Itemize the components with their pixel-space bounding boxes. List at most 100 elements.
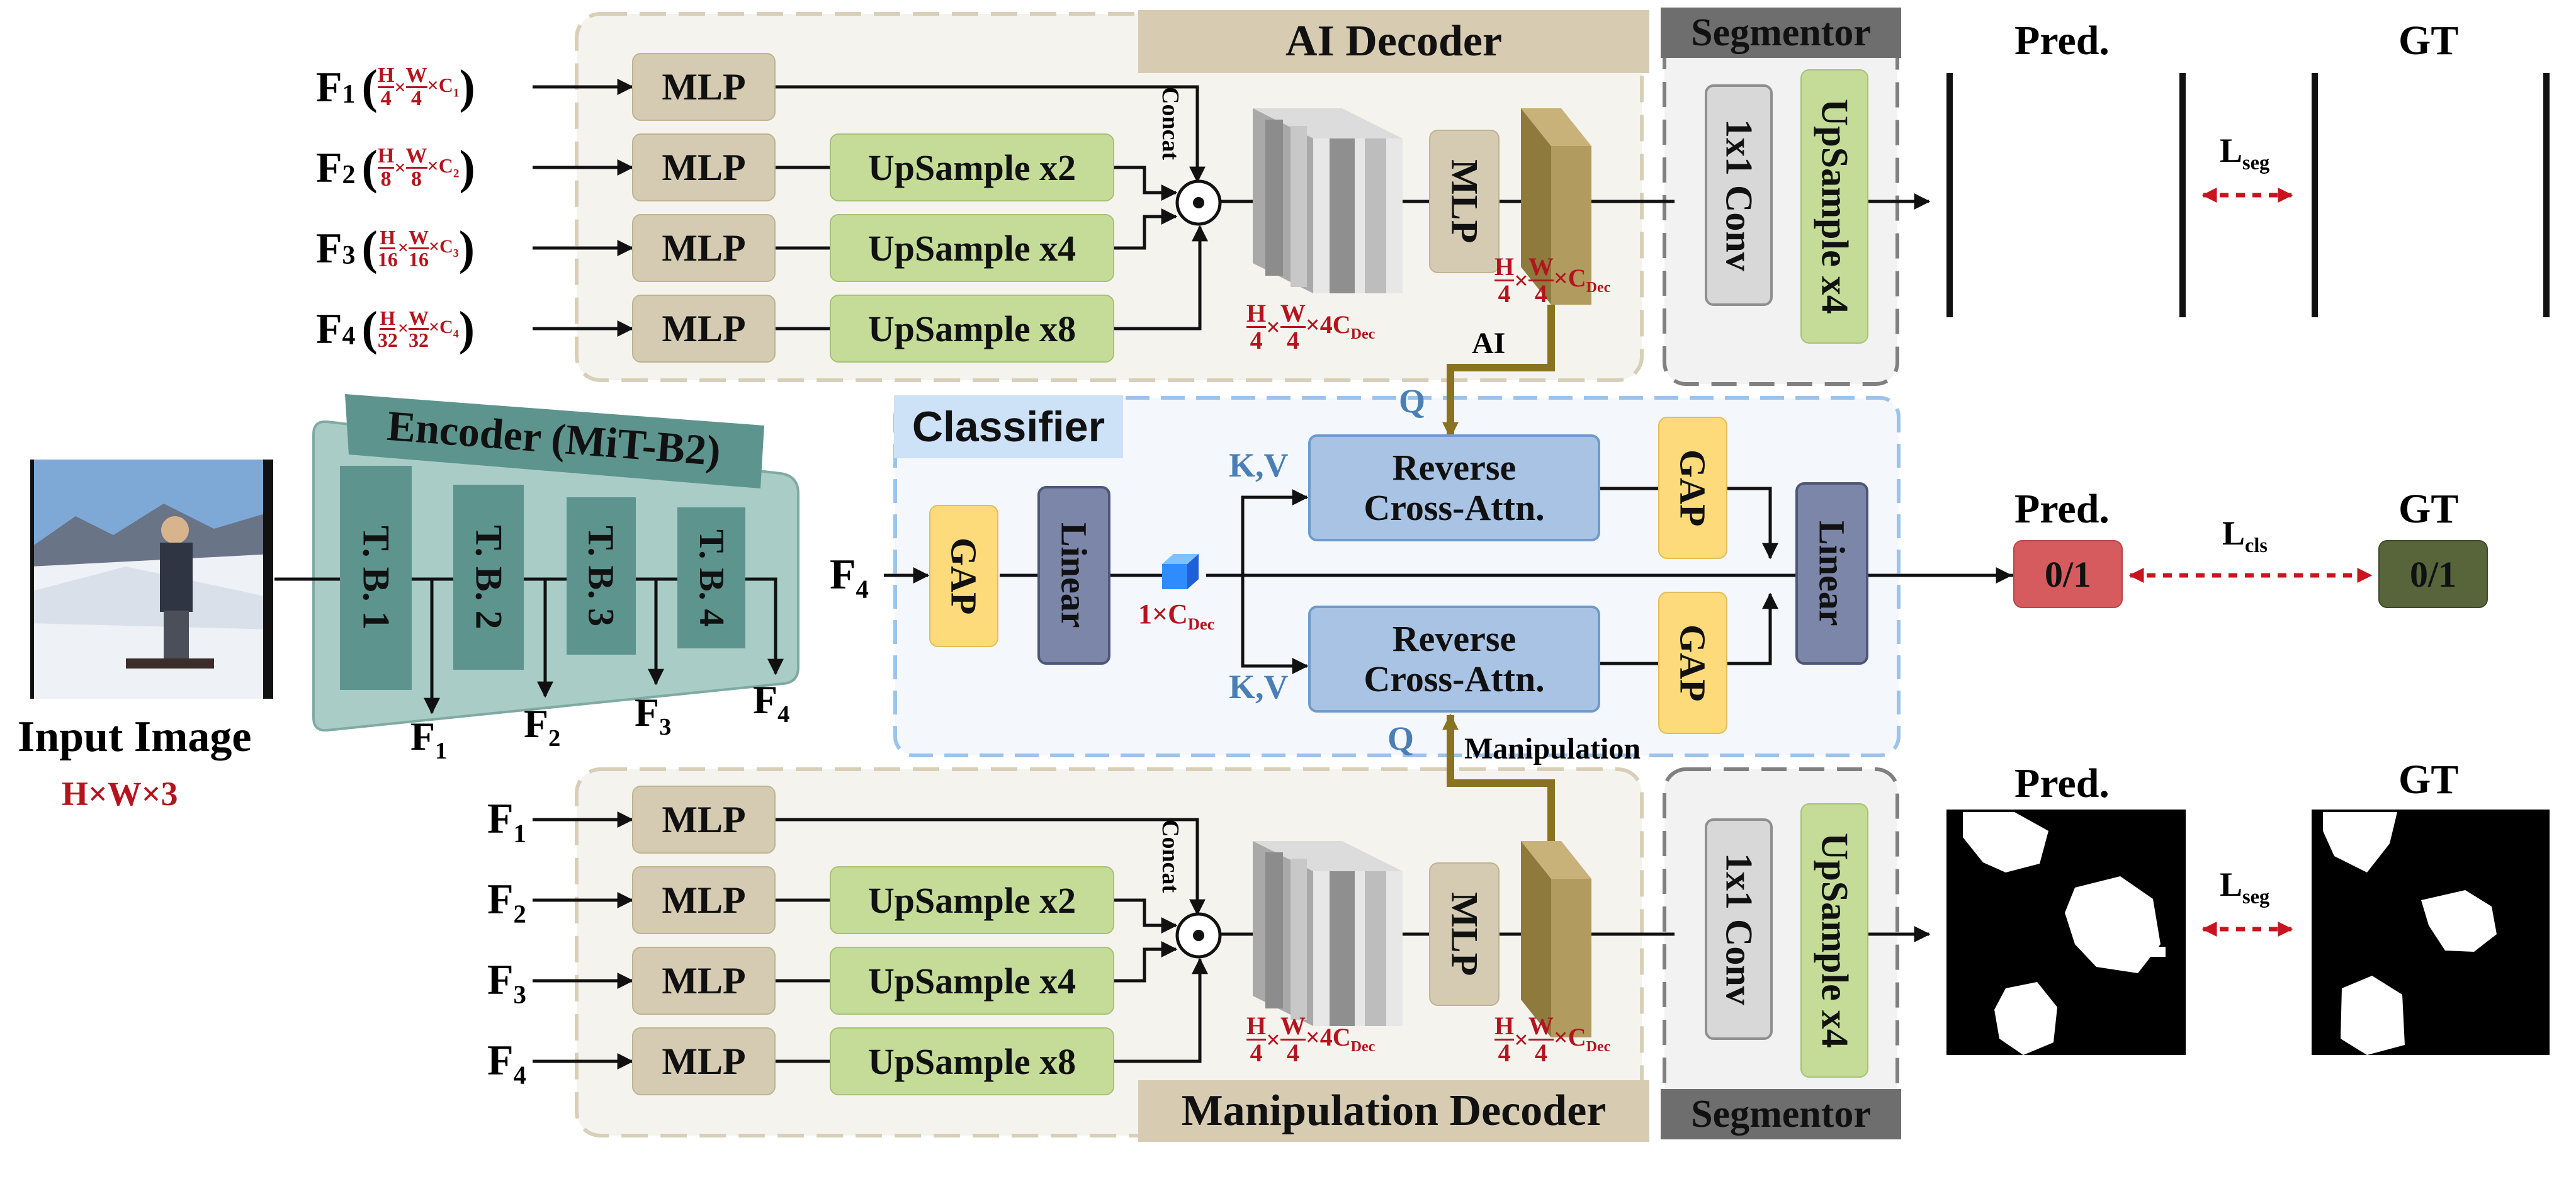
encoder-block-label-2: T. B. 2 — [468, 525, 510, 629]
segmentor-top-title: Segmentor — [1691, 11, 1871, 54]
encoder-block-2 — [453, 485, 524, 670]
kv-label-ai: K,V — [1229, 446, 1289, 484]
seg-top-upsample: UpSample x4 — [1800, 69, 1868, 344]
rca-man-line2: Cross-Attn. — [1364, 658, 1545, 699]
encoder-block-label-1: T. B. 1 — [355, 526, 397, 630]
encoder-title-banner — [345, 394, 764, 488]
ai-upsample-x2: UpSample x2 — [830, 133, 1114, 201]
ai-branch-arrow — [1442, 305, 1555, 439]
man-mlp-1: MLP — [632, 786, 776, 854]
input-image-dims: H×W×3 — [62, 775, 178, 813]
man-concat-label: Concat — [1157, 820, 1183, 893]
man-fused-mlp: MLP — [1429, 862, 1500, 1006]
kv-label-man: K,V — [1229, 668, 1289, 706]
seg-top-conv: 1x1 Conv — [1705, 84, 1773, 306]
encoder-block-3 — [567, 497, 636, 655]
classifier-input-f4: F4 — [830, 550, 869, 604]
pred-cls-box: 0/1 — [2013, 540, 2123, 608]
man-decoder-title: Manipulation Decoder — [1181, 1087, 1607, 1135]
dot-product-icon — [1175, 912, 1222, 959]
ai-decoder-title-bar — [1138, 10, 1649, 73]
loss-seg-label-bottom: Lseg — [2220, 866, 2270, 908]
gt-title-bottom: GT — [2398, 757, 2459, 803]
classifier-wires — [884, 487, 2052, 674]
classifier-token-dims: 1×CDec — [1138, 599, 1215, 633]
man-input-f4: F4 — [487, 1036, 526, 1090]
pred-mask-manipulation — [1946, 810, 2186, 1055]
gt-title-top: GT — [2398, 18, 2459, 64]
loss-cls-label: Lcls — [2222, 514, 2268, 557]
feature-stack-icon — [1253, 841, 1403, 1026]
ai-upsample-x4: UpSample x4 — [830, 214, 1114, 282]
input-image — [30, 460, 273, 699]
man-input-f2: F2 — [487, 875, 526, 929]
classifier-title: Classifier — [912, 403, 1105, 451]
encoder-body — [312, 420, 799, 732]
encoder-output-f4: F4 — [753, 677, 790, 728]
ai-fused-mlp: MLP — [1429, 130, 1500, 273]
man-output-feature — [1521, 841, 1591, 1037]
man-mlp-4: MLP — [632, 1027, 776, 1095]
ai-output-feature — [1521, 108, 1591, 305]
man-input-f1: F1 — [487, 794, 526, 848]
man-upsample-x2: UpSample x2 — [830, 866, 1114, 934]
gt-cls-box: 0/1 — [2378, 540, 2488, 608]
gt-title-cls: GT — [2398, 486, 2459, 532]
man-mlp-2: MLP — [632, 866, 776, 934]
ai-decoder-title: AI Decoder — [1285, 17, 1503, 65]
seg-bottom-upsample: UpSample x4 — [1800, 803, 1868, 1078]
classifier-title-bar — [894, 395, 1123, 458]
encoder-block-label-3: T. B. 3 — [580, 525, 622, 627]
man-branch-label: Manipulation — [1464, 732, 1641, 765]
loss-seg-label-top: Lseg — [2220, 132, 2270, 174]
classifier-gap-man: GAP — [1658, 592, 1727, 734]
man-upsample-x4: UpSample x4 — [830, 947, 1114, 1015]
rca-ai-line2: Cross-Attn. — [1364, 487, 1545, 528]
segmentor-top-title-bar — [1661, 8, 1901, 58]
q-label-man: Q — [1387, 720, 1415, 757]
segmentor-bottom-title: Segmentor — [1691, 1092, 1871, 1136]
input-image-title: Input Image — [18, 713, 252, 761]
classifier-gap: GAP — [929, 505, 998, 647]
gt-mask-manipulation — [2312, 810, 2550, 1055]
classifier-linear: Linear — [1037, 486, 1110, 665]
dot-product-icon — [1175, 179, 1222, 226]
encoder-output-f3: F3 — [635, 690, 672, 740]
ai-upsample-x8: UpSample x8 — [830, 295, 1114, 363]
classifier-final-linear: Linear — [1795, 482, 1868, 665]
pred-mask-ai — [1946, 73, 2186, 317]
seg-bottom-conv: 1x1 Conv — [1705, 818, 1773, 1040]
ai-decoder-wires — [533, 79, 1931, 337]
cube-token-icon — [1162, 554, 1199, 589]
encoder-output-f1: F1 — [410, 714, 448, 764]
encoder-output-f2: F2 — [524, 701, 561, 752]
gt-mask-ai — [2312, 73, 2550, 317]
rca-ai-block: Reverse Cross-Attn. — [1308, 434, 1600, 541]
encoder-block-label-4: T. B. 4 — [692, 529, 731, 627]
pred-title-top: Pred. — [2014, 18, 2110, 64]
ai-mlp-2: MLP — [632, 133, 776, 201]
man-decoder-title-bar — [1138, 1080, 1649, 1142]
segmentor-bottom-title-bar — [1661, 1089, 1901, 1139]
encoder-tap-4 — [745, 577, 784, 675]
pred-title-bottom: Pred. — [2014, 760, 2110, 806]
encoder-block-4 — [677, 507, 745, 648]
ai-mlp-4: MLP — [632, 295, 776, 363]
encoder-block-1 — [340, 466, 412, 690]
man-branch-arrow — [1442, 713, 1555, 841]
ai-mlp-3: MLP — [632, 214, 776, 282]
classifier-gap-ai: GAP — [1658, 417, 1727, 559]
rca-man-block: Reverse Cross-Attn. — [1308, 606, 1600, 713]
man-mlp-3: MLP — [632, 947, 776, 1015]
q-label-ai: Q — [1399, 382, 1426, 420]
ai-mlp-1: MLP — [632, 53, 776, 121]
